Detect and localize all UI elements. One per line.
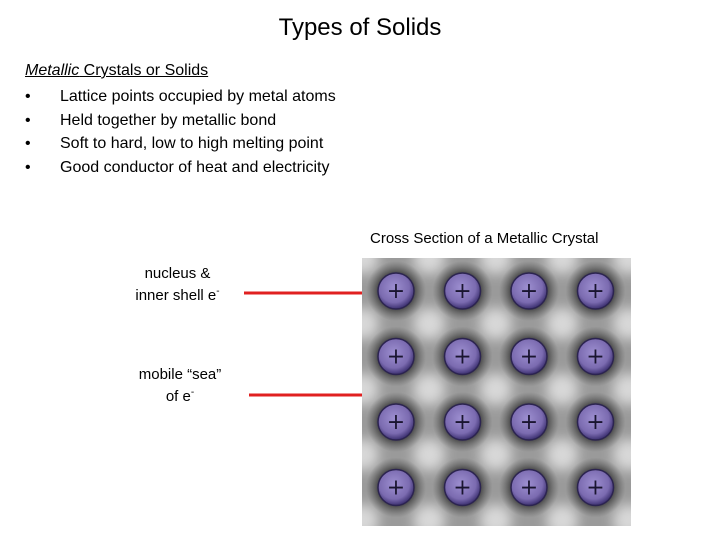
ion-charge-label: + xyxy=(453,279,471,304)
ion-charge-label: + xyxy=(453,476,471,501)
metal-ion: + xyxy=(566,458,626,518)
ion-charge-label: + xyxy=(586,410,604,435)
ion-charge-label: + xyxy=(520,410,538,435)
electron-sea-patch xyxy=(480,373,512,405)
metal-ion: + xyxy=(433,392,493,452)
electron-sea-patch xyxy=(480,308,512,340)
ion-charge-label: + xyxy=(520,279,538,304)
ion-charge-label: + xyxy=(387,410,405,435)
metal-ion: + xyxy=(499,458,559,518)
metal-ion: + xyxy=(566,327,626,387)
metallic-crystal-cross-section: + + + + + + + + + + + + + + + + xyxy=(362,258,631,526)
ion-charge-label: + xyxy=(520,476,538,501)
electron-sea-patch xyxy=(546,373,578,405)
metal-ion: + xyxy=(499,327,559,387)
metal-ion: + xyxy=(566,261,626,321)
metal-ion: + xyxy=(366,261,426,321)
electron-sea-patch xyxy=(413,308,445,340)
ion-charge-label: + xyxy=(586,476,604,501)
metal-ion: + xyxy=(433,458,493,518)
metal-ion: + xyxy=(433,327,493,387)
electron-sea-patch xyxy=(480,439,512,471)
metal-ion: + xyxy=(366,327,426,387)
electron-sea-patch xyxy=(413,439,445,471)
metal-ion: + xyxy=(499,261,559,321)
ion-charge-label: + xyxy=(387,476,405,501)
ion-charge-label: + xyxy=(586,345,604,370)
electron-sea-patch xyxy=(546,439,578,471)
metal-ion: + xyxy=(366,392,426,452)
ion-charge-label: + xyxy=(453,345,471,370)
metal-ion: + xyxy=(433,261,493,321)
electron-sea-patch xyxy=(413,373,445,405)
ion-charge-label: + xyxy=(387,345,405,370)
ion-charge-label: + xyxy=(520,345,538,370)
metal-ion: + xyxy=(499,392,559,452)
ion-charge-label: + xyxy=(453,410,471,435)
metal-ion: + xyxy=(366,458,426,518)
metal-ion: + xyxy=(566,392,626,452)
ion-charge-label: + xyxy=(387,279,405,304)
ion-charge-label: + xyxy=(586,279,604,304)
electron-sea-patch xyxy=(546,308,578,340)
